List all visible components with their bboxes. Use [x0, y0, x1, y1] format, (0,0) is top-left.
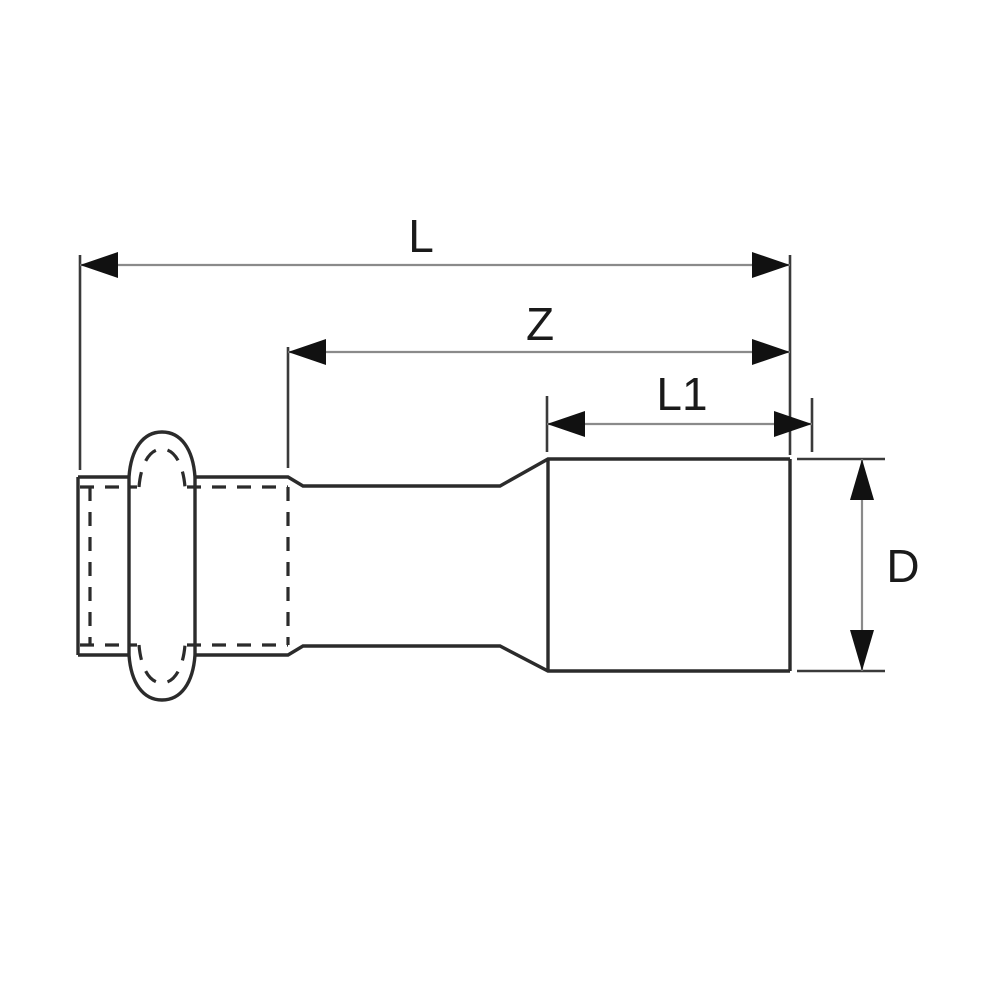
bead-outline-top [127, 430, 197, 478]
dimension-Z: Z [288, 298, 790, 365]
dimension-label-Z: Z [526, 298, 554, 350]
press-bead [127, 430, 197, 702]
arrow-head-L-right [752, 252, 790, 278]
arrow-head-L1-right [774, 411, 812, 437]
fitting-body [76, 457, 792, 673]
arrow-head-Z-right [752, 339, 790, 365]
hidden-internal-lines [80, 485, 290, 647]
body-outline-bottom [78, 644, 790, 673]
dimension-L: L [80, 210, 790, 278]
dimension-label-L: L [408, 210, 434, 262]
arrow-head-Z-left [288, 339, 326, 365]
dimension-label-D: D [886, 540, 919, 592]
bead-hidden-bottom [137, 644, 187, 685]
bead-hidden-top [137, 447, 187, 488]
arrow-head-D-top [850, 459, 874, 500]
dimension-L1: L1 [547, 368, 812, 437]
extension-lines [78, 255, 885, 673]
body-outline-top [78, 457, 790, 488]
dimension-label-L1: L1 [656, 368, 707, 420]
arrow-head-L-left [80, 252, 118, 278]
dimension-D: D [850, 459, 920, 671]
arrow-head-L1-left [547, 411, 585, 437]
bead-outline-bottom [127, 654, 197, 702]
arrow-head-D-bottom [850, 630, 874, 671]
